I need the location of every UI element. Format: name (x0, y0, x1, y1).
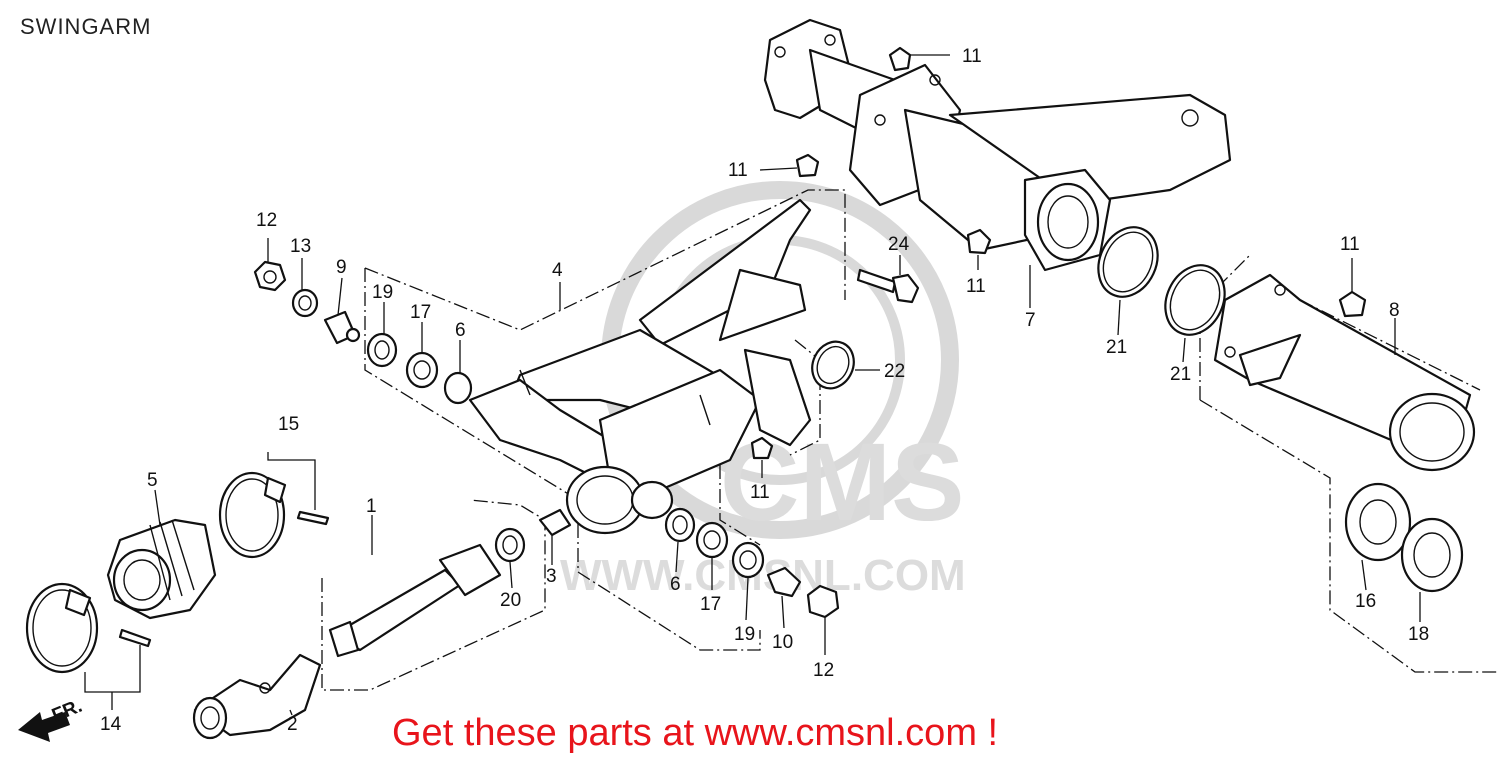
callout-22: 22 (884, 361, 905, 382)
callout-16: 16 (1355, 591, 1376, 612)
callout-17-upper: 17 (410, 302, 431, 323)
callout-12-lower: 12 (813, 660, 834, 681)
callout-2: 2 (287, 714, 298, 735)
front-marker-label: FR. (49, 696, 85, 727)
callout-9: 9 (336, 257, 347, 278)
callout-7: 7 (1025, 310, 1036, 331)
callout-1: 1 (366, 496, 377, 517)
callout-14: 14 (100, 714, 122, 735)
callout-6-upper: 6 (455, 320, 466, 341)
callout-11-lower: 11 (750, 482, 770, 503)
callout-20: 20 (500, 590, 521, 611)
universal-joint (192, 653, 322, 740)
front-direction-arrow: FR. (18, 696, 85, 742)
callout-4: 4 (552, 260, 563, 281)
callout-19-lower: 19 (734, 624, 755, 645)
callout-5: 5 (147, 470, 158, 491)
callout-11-top: 11 (962, 46, 982, 67)
band-clamp-lower (25, 582, 152, 674)
hardware (253, 46, 1464, 619)
callout-18: 18 (1408, 624, 1429, 645)
callout-19-upper: 19 (372, 282, 393, 303)
callout-8: 8 (1389, 300, 1400, 321)
callout-11-upper-left: 11 (728, 160, 748, 181)
boot (106, 518, 217, 620)
callout-10: 10 (772, 632, 793, 653)
callout-17-lower: 17 (700, 594, 721, 615)
leader-lines (84, 54, 1421, 716)
callout-6-lower: 6 (670, 574, 681, 595)
final-drive-housing (763, 18, 1232, 272)
right-axle-tube (1213, 273, 1476, 472)
callout-15: 15 (278, 414, 299, 435)
callout-13: 13 (290, 236, 311, 257)
drive-shaft (328, 543, 502, 658)
callout-24: 24 (888, 234, 910, 255)
callout-21-left: 21 (1106, 337, 1127, 358)
page-title: SWINGARM (20, 14, 152, 39)
band-clamp-upper (218, 471, 330, 559)
callout-21-right: 21 (1170, 364, 1191, 385)
callout-labels: 1 2 3 4 5 6 6 7 8 9 10 11 11 11 11 11 12… (100, 46, 1429, 735)
promo-banner[interactable]: Get these parts at www.cmsnl.com ! (392, 712, 999, 754)
callout-12-upper: 12 (256, 210, 277, 231)
o-rings (811, 226, 1226, 390)
swingarm (468, 198, 812, 535)
callout-11-center: 11 (966, 276, 986, 297)
group-outlines (321, 189, 1500, 691)
callout-11-right: 11 (1340, 234, 1360, 255)
callout-3: 3 (546, 566, 557, 587)
